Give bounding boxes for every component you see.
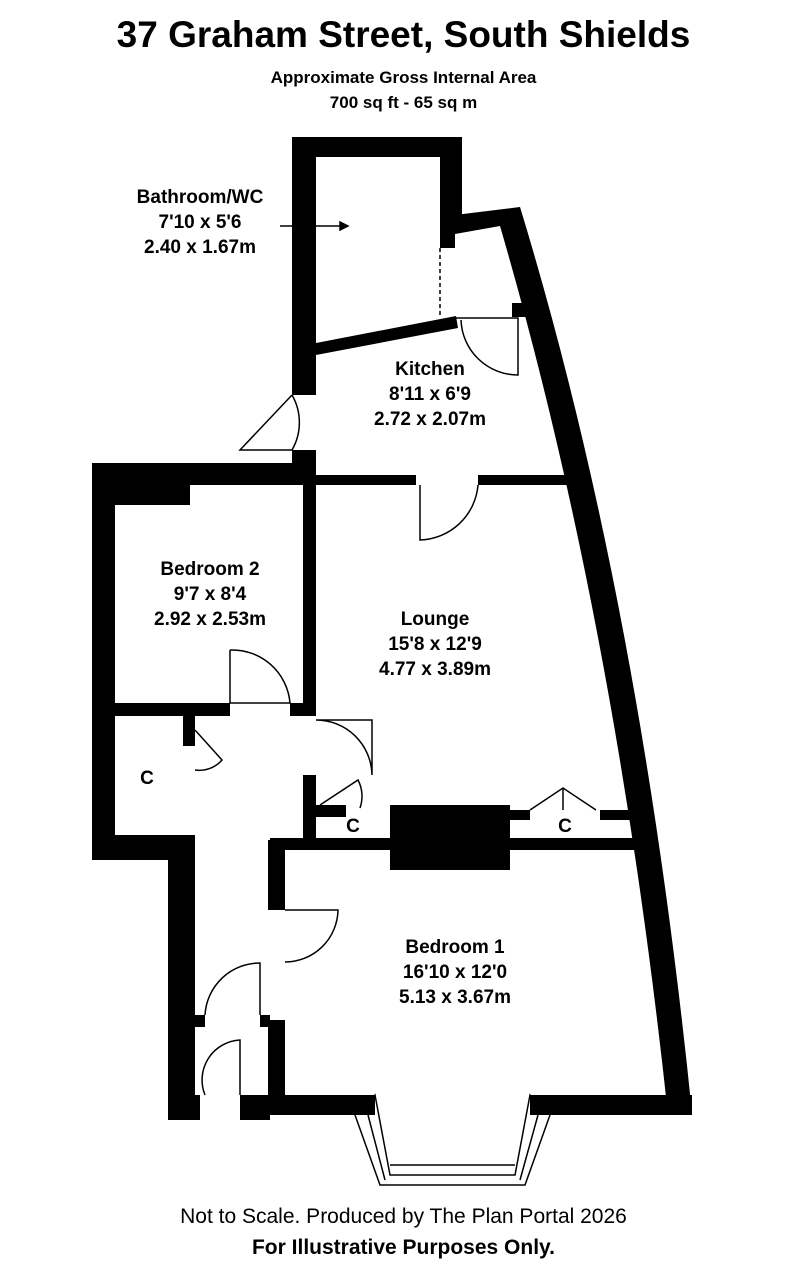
bathroom-arrow: [280, 220, 350, 232]
room-imperial: 15'8 x 12'9: [388, 634, 482, 655]
room-label-bedroom-2: Bedroom 2 9'7 x 8'4 2.92 x 2.53m: [125, 557, 295, 632]
area-value: 700 sq ft - 65 sq m: [329, 93, 478, 112]
footer-disclaimer: Not to Scale. Produced by The Plan Porta…: [180, 1205, 627, 1228]
cupboard-label: C: [140, 768, 154, 789]
room-metric: 2.92 x 2.53m: [154, 609, 266, 630]
room-name: Kitchen: [395, 359, 465, 380]
room-imperial: 7'10 x 5'6: [158, 212, 242, 233]
bay-window: [354, 1093, 551, 1186]
room-imperial: 16'10 x 12'0: [402, 962, 508, 983]
room-label-bedroom-1: Bedroom 1 16'10 x 12'0 5.13 x 3.67m: [370, 935, 540, 1010]
cupboard-label: C: [558, 816, 572, 837]
cupboard-label: C: [346, 816, 360, 837]
page-title: 37 Graham Street, South Shields: [116, 14, 691, 55]
room-metric: 5.13 x 3.67m: [399, 987, 511, 1008]
room-label-lounge: Lounge 15'8 x 12'9 4.77 x 3.89m: [350, 607, 520, 682]
room-metric: 2.40 x 1.67m: [144, 237, 256, 258]
room-name: Bedroom 2: [160, 559, 260, 580]
walls: [92, 137, 692, 1120]
room-imperial: 9'7 x 8'4: [173, 584, 247, 605]
room-metric: 2.72 x 2.07m: [374, 409, 486, 430]
room-label-bathroom: Bathroom/WC 7'10 x 5'6 2.40 x 1.67m: [120, 185, 280, 260]
room-name: Bathroom/WC: [136, 187, 264, 208]
room-metric: 4.77 x 3.89m: [379, 659, 491, 680]
room-label-kitchen: Kitchen 8'11 x 6'9 2.72 x 2.07m: [340, 357, 520, 432]
room-name: Lounge: [400, 609, 470, 630]
room-name: Bedroom 1: [405, 937, 505, 958]
area-subtitle: Approximate Gross Internal Area: [270, 68, 537, 87]
door-swings: [194, 248, 597, 1096]
footer-note: For Illustrative Purposes Only.: [251, 1236, 556, 1259]
room-imperial: 8'11 x 6'9: [389, 384, 471, 405]
